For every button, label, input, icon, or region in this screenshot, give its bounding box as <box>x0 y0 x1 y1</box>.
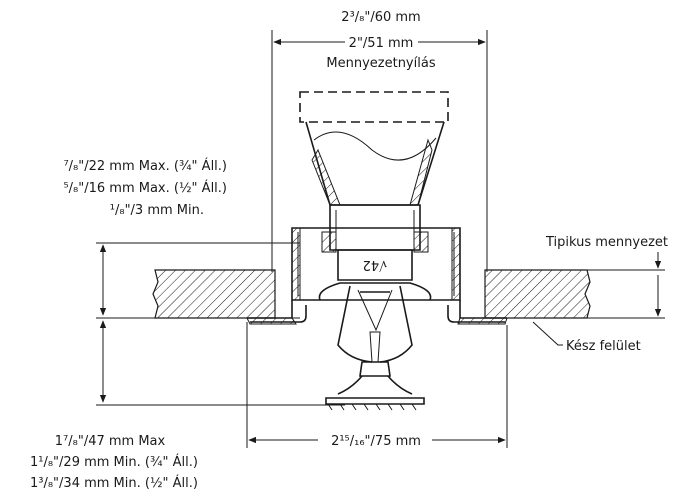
ceiling-opening-min-label: 2"/51 mm <box>349 36 414 51</box>
recess-min-label: ¹/₈"/3 mm Min. <box>110 203 204 218</box>
sprinkler-body: √42 <box>318 249 432 377</box>
ceiling-panel-left <box>152 269 276 319</box>
ceiling-opening-caption: Mennyezetnyílás <box>326 56 435 71</box>
escutcheon-plate <box>246 300 508 325</box>
drop-min-34-label: 1¹/₈"/29 mm Min. (¾" Áll.) <box>30 454 198 470</box>
ceiling-panel-right <box>484 269 591 319</box>
drop-min-12-label: 1³/₈"/34 mm Min. (½" Áll.) <box>30 475 198 491</box>
finished-surface-label: Kész felület <box>566 339 641 354</box>
sprinkler-housing <box>291 91 461 301</box>
ceiling-opening-max-label: 2³/₈"/60 mm <box>341 10 420 25</box>
drop-max-label: 1⁷/₈"/47 mm Max <box>55 434 166 449</box>
deflector <box>325 375 425 411</box>
recess-max-34-label: ⁷/₈"/22 mm Max. (¾" Áll.) <box>63 158 227 174</box>
typical-ceiling-label: Tipikus mennyezet <box>545 235 668 250</box>
escutcheon-width-label: 2¹⁵/₁₆"/75 mm <box>331 434 421 449</box>
body-marking: √42 <box>363 257 388 272</box>
recess-max-12-label: ⁵/₈"/16 mm Max. (½" Áll.) <box>63 180 227 196</box>
